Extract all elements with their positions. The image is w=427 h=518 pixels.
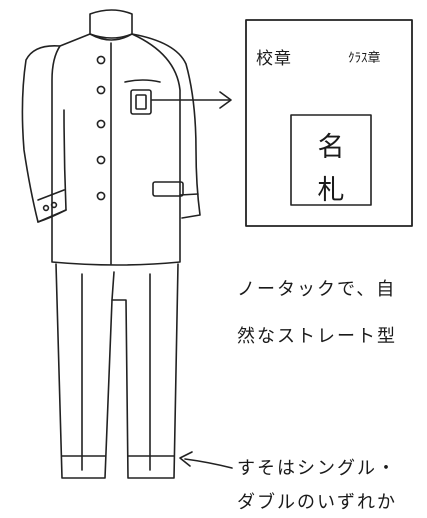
jacket-left-sleeve — [21, 44, 67, 223]
trousers-note-line2: 然なストレート型 — [237, 326, 397, 347]
hem-arrow — [184, 458, 233, 469]
trousers-illustration — [55, 263, 179, 479]
jacket-right-sleeve — [131, 33, 201, 219]
school-badge-label: 校章 — [256, 49, 292, 69]
trousers-outline — [55, 263, 179, 479]
name-tag-char-2: 札 — [317, 175, 345, 206]
hem-note-line1: すそはシングル・ — [237, 458, 397, 479]
jacket-illustration — [21, 9, 201, 266]
name-tag-box — [290, 114, 372, 206]
trousers-note-line1: ノータックで、自 — [237, 279, 397, 300]
jacket-buttons — [96, 55, 106, 201]
badge-detail-panel — [245, 19, 413, 227]
jacket-collar — [89, 9, 133, 39]
jacket-body — [51, 33, 181, 266]
chest-name-tag — [130, 89, 152, 115]
class-badge-label: ｸﾗｽ章 — [348, 51, 381, 66]
hem-note-line2: ダブルのいずれか — [237, 492, 397, 513]
name-tag-char-1: 名 — [317, 132, 345, 163]
jacket-pocket-flap — [152, 181, 184, 197]
